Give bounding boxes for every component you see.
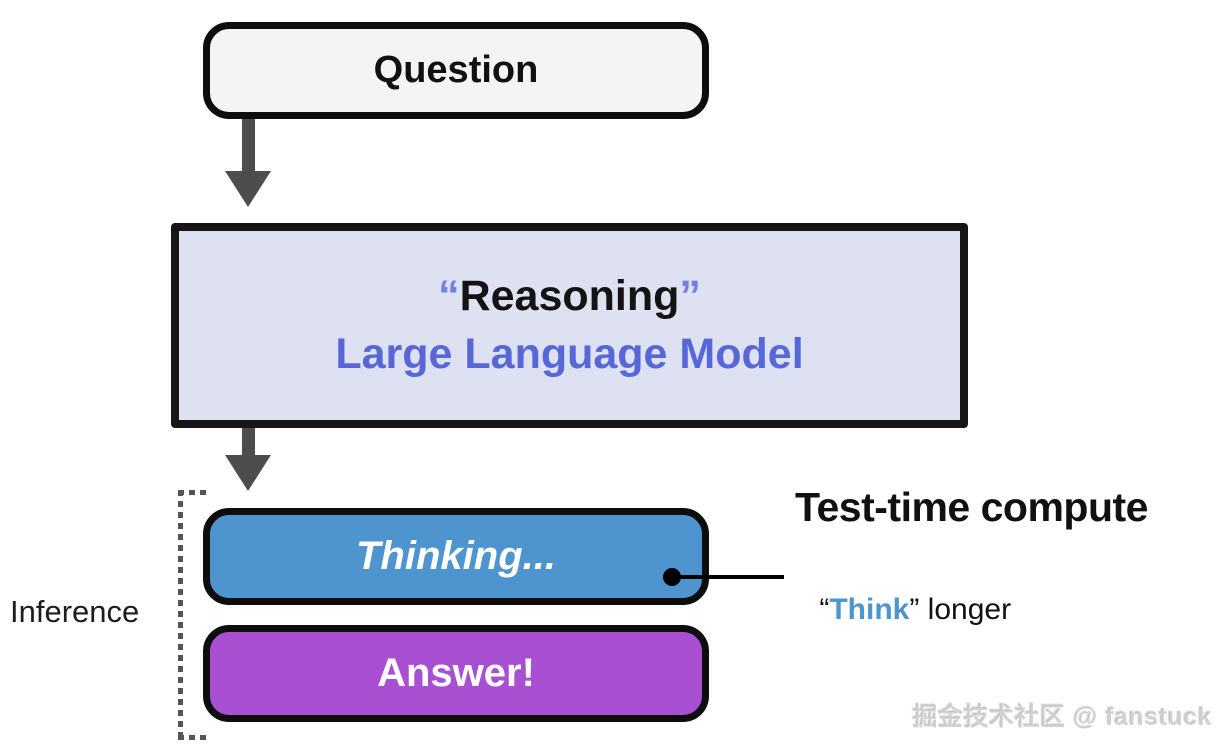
think-longer-suffix: longer [919, 593, 1012, 626]
inference-bracket-line [178, 490, 183, 740]
watermark: 掘金技术社区 @ fanstuck [912, 703, 1212, 731]
answer-label: Answer! [377, 651, 535, 695]
llm-title: “Reasoning” [438, 272, 701, 321]
arrow-shaft [241, 428, 255, 455]
think-word: Think [829, 593, 910, 626]
node-question: Question [203, 22, 709, 119]
node-answer: Answer! [203, 625, 709, 722]
arrow-shaft [241, 119, 255, 171]
node-reasoning-llm: “Reasoning” Large Language Model [171, 223, 968, 428]
flow-arrow-llm-to-thinking [225, 428, 271, 491]
inference-bracket-bottom-cap [178, 735, 208, 740]
think-open-quote: “ [819, 593, 830, 626]
llm-close-quote: ” [679, 272, 701, 321]
arrow-head-icon [225, 455, 271, 491]
node-thinking: Thinking... [203, 508, 709, 605]
think-close-quote: ” [909, 593, 920, 626]
llm-subtitle: Large Language Model [335, 329, 804, 378]
flow-arrow-question-to-llm [225, 119, 271, 207]
arrow-head-icon [225, 171, 271, 207]
question-label: Question [373, 49, 539, 91]
inference-bracket-top-cap [178, 490, 208, 495]
think-longer-annotation: “Think” longer [786, 559, 1011, 661]
thinking-label: Thinking... [356, 534, 556, 578]
inference-label: Inference [10, 594, 140, 629]
llm-open-quote: “ [438, 272, 460, 321]
llm-title-text: Reasoning [459, 272, 680, 321]
connector-line [672, 575, 784, 579]
test-time-compute-title: Test-time compute [795, 484, 1148, 530]
